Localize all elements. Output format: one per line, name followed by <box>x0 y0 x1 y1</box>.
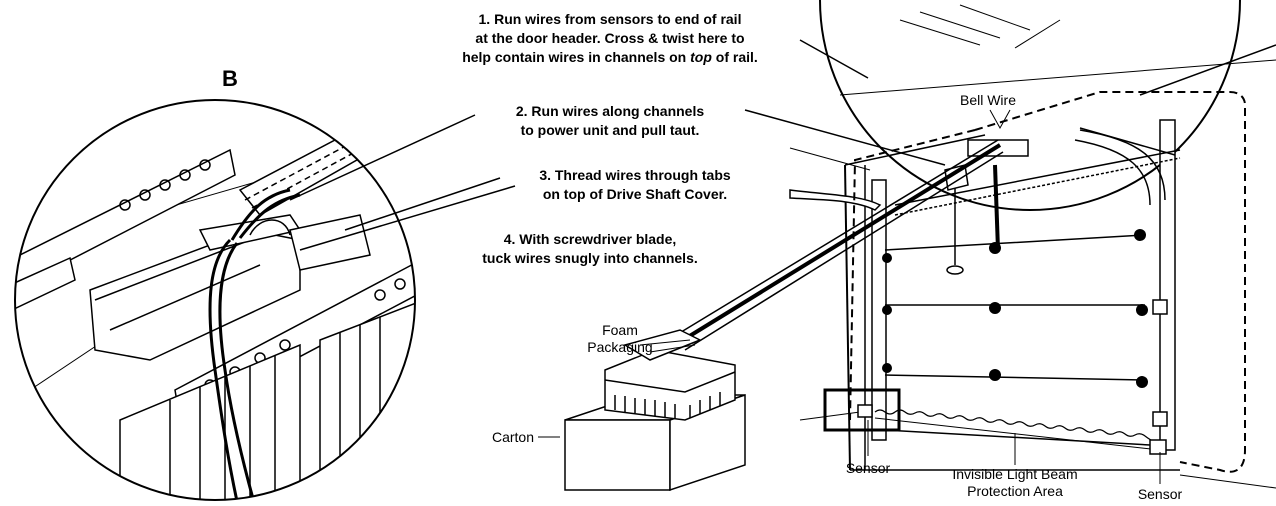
light-beam-line-2: Protection Area <box>967 483 1063 499</box>
power-unit-in-foam <box>564 329 746 492</box>
step-1-instruction: 1. Run wires from sensors to end of rail… <box>400 10 820 67</box>
step-4-instruction: 4. With screwdriver blade, tuck wires sn… <box>430 230 750 268</box>
step-1-line-1: 1. Run wires from sensors to end of rail <box>478 11 742 27</box>
step-1-line-3-em: top <box>690 49 712 65</box>
detail-circle-b <box>14 99 416 501</box>
sensor-right-label: Sensor <box>1137 486 1183 502</box>
step-2-line-2: to power unit and pull taut. <box>520 122 700 138</box>
step-3-line-1: 3. Thread wires through tabs <box>539 167 731 183</box>
step-1-line-3-pre: help contain wires in channels on <box>462 49 691 65</box>
carton-label: Carton <box>491 429 534 445</box>
bell-wire-label: Bell Wire <box>959 92 1016 108</box>
light-beam-line-1: Invisible Light Beam <box>952 466 1078 482</box>
label-leaders <box>538 109 1161 484</box>
leader-lines <box>289 109 946 251</box>
step-2-line-1: 2. Run wires along channels <box>515 103 705 119</box>
step-1-line-2: at the door header. Cross & twist here t… <box>475 30 745 46</box>
foam-label-line-1: Foam <box>602 322 638 338</box>
step-1-line-3: help contain wires in channels on top of… <box>400 48 820 67</box>
step-4-line-2: tuck wires snugly into channels. <box>482 250 698 266</box>
figure-letter-b: B <box>222 66 238 91</box>
step-4-line-1: 4. With screwdriver blade, <box>503 231 677 247</box>
garage-scene <box>667 59 1276 489</box>
step-3-line-2: on top of Drive Shaft Cover. <box>542 186 728 202</box>
sensor-left-label: Sensor <box>845 460 891 476</box>
top-zoom-circle <box>819 0 1241 211</box>
foam-label-line-2: Packaging <box>587 339 653 355</box>
zoom-wedge-lines <box>799 39 1276 96</box>
step-1-line-3-post: of rail. <box>711 49 758 65</box>
step-2-instruction: 2. Run wires along channels to power uni… <box>460 102 760 140</box>
step-3-instruction: 3. Thread wires through tabs on top of D… <box>490 166 780 204</box>
foam-packaging-label: Foam Packaging <box>575 322 665 356</box>
light-beam-label: Invisible Light Beam Protection Area <box>920 466 1110 500</box>
